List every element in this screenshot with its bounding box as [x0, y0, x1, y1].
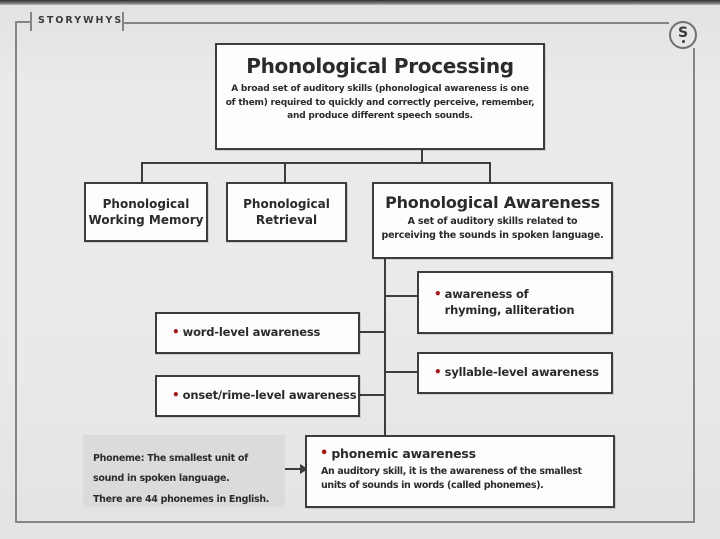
frame-tick-right — [122, 12, 124, 31]
node-syllable-level-awareness: • syllable-level awareness — [417, 352, 613, 394]
node-title: Phonological Retrieval — [243, 196, 330, 227]
frame-right-line — [693, 48, 695, 523]
red-bullet-icon: • — [434, 365, 442, 380]
note-term: Phoneme: — [93, 453, 145, 464]
logo-dot — [681, 40, 685, 43]
connector-working-memory-drop — [141, 162, 143, 182]
connector-branch-onset-rime — [359, 394, 386, 396]
connector-awareness-trunk — [384, 257, 386, 436]
node-title: Phonological Awareness — [385, 193, 600, 212]
node-label: onset/rime-level awareness — [182, 388, 357, 403]
top-dark-strip — [0, 0, 720, 5]
connector-branch-syllable — [384, 371, 417, 373]
phoneme-definition-note: Phoneme: The smallest unit of sound in s… — [83, 435, 285, 507]
node-rhyming-alliteration: • awareness of rhyming, alliteration — [417, 271, 613, 334]
node-onset-rime-level-awareness: • onset/rime-level awareness — [155, 375, 360, 417]
node-phonological-awareness: Phonological Awareness A set of auditory… — [372, 182, 613, 259]
node-title: Phonological Processing — [246, 54, 514, 78]
node-title: Phonological Working Memory — [88, 196, 204, 227]
node-phonological-retrieval: Phonological Retrieval — [226, 182, 347, 242]
connector-retrieval-drop — [284, 162, 286, 182]
connector-branch-word-level — [359, 331, 386, 333]
node-description: A broad set of auditory skills (phonolog… — [225, 84, 535, 121]
node-phonological-working-memory: Phonological Working Memory — [84, 182, 208, 242]
node-label: word-level awareness — [182, 325, 321, 340]
logo-icon: S — [669, 21, 697, 49]
node-description: An auditory skill, it is the awareness o… — [321, 465, 582, 491]
connector-awareness-drop — [489, 162, 491, 182]
note-text: The smallest unit of sound in spoken lan… — [93, 453, 270, 505]
red-bullet-icon: • — [172, 388, 180, 403]
red-bullet-icon: • — [172, 325, 180, 340]
brand-label: STORYWHYS — [38, 15, 124, 26]
node-phonological-processing: Phonological Processing A broad set of a… — [215, 43, 545, 150]
node-label: awareness of rhyming, alliteration — [444, 286, 575, 317]
frame-tick-left — [30, 12, 32, 31]
node-description: A set of auditory skills related to perc… — [381, 216, 604, 241]
node-phonemic-awareness: • phonemic awareness An auditory skill, … — [305, 435, 615, 508]
node-label: phonemic awareness — [331, 446, 476, 461]
connector-phoneme-arrow-line — [284, 468, 301, 470]
red-bullet-icon: • — [320, 446, 329, 461]
connector-branch-rhyming — [384, 295, 417, 297]
connector-level2-rail — [141, 162, 491, 164]
logo-letter: S — [677, 25, 689, 41]
phoneme-arrow-icon — [300, 464, 308, 474]
node-label: syllable-level awareness — [444, 365, 599, 380]
red-bullet-icon: • — [434, 286, 442, 301]
frame-bottom-line — [15, 521, 695, 523]
connector-root-drop — [421, 149, 423, 164]
frame-top-left-stub — [15, 21, 32, 23]
frame-top-line — [124, 22, 669, 24]
frame-left-line — [15, 21, 17, 523]
node-word-level-awareness: • word-level awareness — [155, 312, 360, 354]
